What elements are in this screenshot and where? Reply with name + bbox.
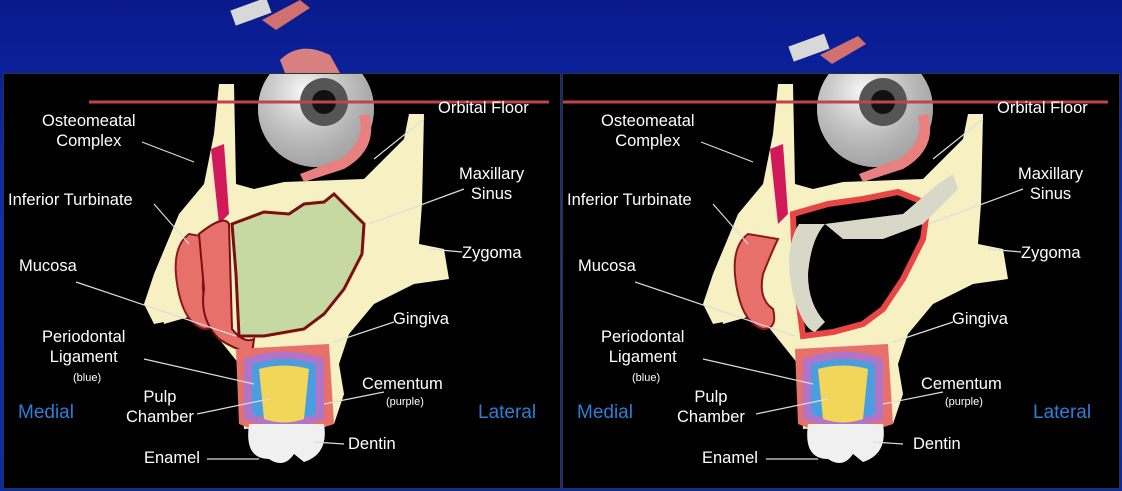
leader-lines <box>75 118 465 460</box>
mucosa-shape <box>789 224 825 332</box>
label-cementum: Cementum <box>362 375 443 393</box>
label-inferior-turbinate: Inferior Turbinate <box>8 191 133 209</box>
label-osteomeatal: Osteomeatal Complex <box>42 112 136 150</box>
label-inferior-turbinate: Inferior Turbinate <box>567 191 692 209</box>
eye-muscle-left <box>230 0 340 73</box>
osteomeatal-shape <box>211 144 229 224</box>
enamel-shape <box>248 424 325 463</box>
label-mucosa: Mucosa <box>578 257 636 275</box>
label-maxillary-sinus: Maxillary Sinus <box>459 165 525 203</box>
eye-muscle-right <box>788 33 866 64</box>
label-gingiva: Gingiva <box>952 310 1008 328</box>
label-osteomeatal: Osteomeatal Complex <box>601 112 695 150</box>
label-periodontal-note: (blue) <box>73 372 102 384</box>
label-enamel: Enamel <box>702 449 758 467</box>
label-orbital-floor: Orbital Floor <box>438 99 529 117</box>
mucosa-shape <box>197 219 256 356</box>
anatomy-illustration-left <box>75 74 549 463</box>
eye-illustration <box>817 74 933 182</box>
label-pulp-chamber: Pulp Chamber <box>677 388 745 426</box>
pulp-shape <box>818 365 868 423</box>
diagram-panel-right: Osteomeatal Complex Orbital Floor Maxill… <box>562 73 1120 489</box>
label-medial: Medial <box>577 402 633 423</box>
bone-medial <box>703 274 738 324</box>
label-enamel: Enamel <box>144 449 200 467</box>
label-dentin: Dentin <box>913 435 961 453</box>
label-orbital-floor: Orbital Floor <box>997 99 1088 117</box>
label-periodontal: Periodontal Ligament <box>42 328 126 366</box>
label-gingiva: Gingiva <box>393 310 449 328</box>
osteomeatal-shape <box>770 144 788 224</box>
label-cementum-note: (purple) <box>386 396 424 408</box>
label-lateral: Lateral <box>1033 402 1092 423</box>
enamel-shape <box>807 424 884 463</box>
eye-muscle-top-art <box>230 0 866 73</box>
bone-medial <box>144 274 179 324</box>
label-maxillary-sinus: Maxillary Sinus <box>1018 165 1084 203</box>
label-periodontal-note: (blue) <box>632 372 661 384</box>
label-cementum: Cementum <box>921 375 1002 393</box>
label-cementum-note: (purple) <box>945 396 983 408</box>
diagram-panel-left: Osteomeatal Complex Orbital Floor Maxill… <box>3 73 561 489</box>
pulp-shape <box>259 365 309 423</box>
mucosa-upper <box>825 174 958 239</box>
anatomy-illustration-right <box>563 74 1108 463</box>
label-medial: Medial <box>18 402 74 423</box>
eye-illustration <box>258 74 374 182</box>
leader-lines <box>634 118 1024 460</box>
label-pulp-chamber: Pulp Chamber <box>126 388 194 426</box>
label-zygoma: Zygoma <box>462 244 522 262</box>
label-zygoma: Zygoma <box>1021 244 1081 262</box>
label-lateral: Lateral <box>478 402 537 423</box>
label-dentin: Dentin <box>348 435 396 453</box>
inferior-turbinate-shape <box>733 232 780 331</box>
label-mucosa: Mucosa <box>19 257 77 275</box>
label-periodontal: Periodontal Ligament <box>601 328 685 366</box>
maxillary-sinus-shape <box>230 191 366 338</box>
